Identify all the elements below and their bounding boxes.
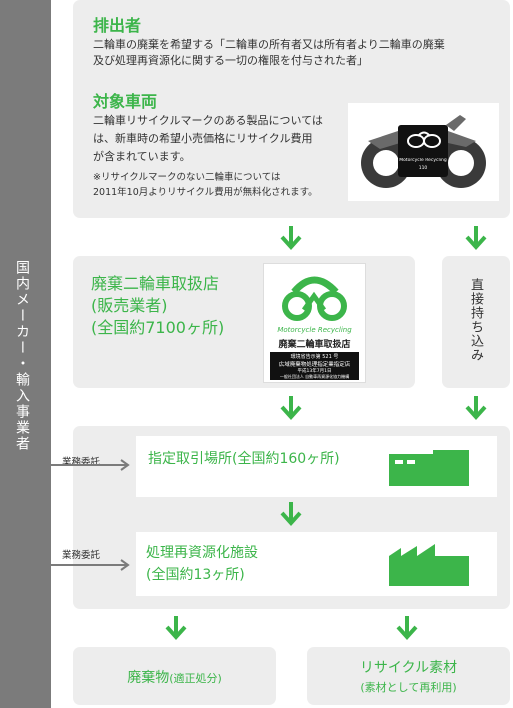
arrow-down-icon: [280, 226, 302, 250]
discharger-heading: 排出者: [93, 16, 142, 35]
store-logo-fine-4: 一般社団法人 自動車再資源化協力機構: [279, 374, 350, 379]
store-logo-fine-1: 環境省告示第 521 号: [290, 354, 339, 360]
store-panel: 廃棄二輪車取扱店 (販売業者) (全国約7100ヶ所) Motorcycle R…: [73, 256, 415, 388]
motorcycle-plate-number: 110: [418, 166, 428, 171]
arrow-down-icon: [165, 616, 187, 640]
target-line-3: が含まれています。: [93, 150, 191, 163]
discharger-text-1: 二輪車の廃棄を希望する「二輪車の所有者又は所有者より二輪車の廃棄: [93, 38, 445, 51]
arrow-right-icon: [51, 459, 130, 471]
waste-main: 廃棄物: [127, 670, 170, 686]
motorcycle-image: Motorcycle Recycling 110: [348, 103, 499, 201]
store-title-3: (全国約7100ヶ所): [91, 318, 225, 337]
warehouse-icon: [389, 450, 469, 486]
store-logo-en: Motorcycle Recycling: [277, 326, 352, 334]
designated-yard-label: 指定取引場所(全国約160ヶ所): [148, 451, 340, 467]
discharger-panel: 排出者 二輪車の廃棄を希望する「二輪車の所有者又は所有者より二輪車の廃棄 及び処…: [73, 0, 510, 218]
motorcycle-icon: [361, 115, 486, 188]
store-logo-fine-2: 広域廃棄物処理指定業指定店: [278, 362, 351, 368]
direct-label: 直接持ち込み: [468, 278, 483, 362]
waste-output: 廃棄物(適正処分): [73, 647, 276, 705]
facility-label-2: (全国約13ヶ所): [146, 567, 245, 583]
arrow-down-icon: [396, 616, 418, 640]
arrow-down-icon: [280, 396, 302, 420]
consign-label-1: 業務委託: [62, 457, 101, 468]
store-logo-fine-3: 平成13年7月1日: [297, 369, 332, 374]
target-line-2: は、新車時の希望小売価格にリサイクル費用: [93, 132, 313, 145]
store-logo-plate: [270, 352, 359, 380]
designated-yard-box: 指定取引場所(全国約160ヶ所): [136, 436, 497, 497]
store-logo-card: Motorcycle Recycling 廃棄二輪車取扱店 環境省告示第 521…: [263, 263, 366, 383]
discharger-text-2: 及び処理再資源化に関する一切の権限を付与された者」: [93, 54, 368, 67]
arrow-right-icon: [51, 559, 130, 571]
target-heading: 対象車両: [93, 92, 158, 111]
store-logo-name: 廃棄二輪車取扱店: [278, 340, 351, 350]
waste-sub: (適正処分): [169, 672, 222, 685]
recycle-sub: (素材として再利用): [360, 681, 457, 694]
factory-icon: [389, 544, 469, 586]
recycle-logo-icon: [282, 276, 347, 321]
direct-panel: 直接持ち込み: [442, 256, 510, 388]
motorcycle-plate-label: Motorcycle Recycling: [399, 158, 447, 163]
facility-box: 処理再資源化施設 (全国約13ヶ所): [136, 532, 497, 596]
target-note-2: 2011年10月よりリサイクル費用が無料化されます。: [93, 187, 318, 198]
store-title-2: (販売業者): [91, 296, 168, 315]
facility-label-1: 処理再資源化施設: [146, 545, 258, 561]
target-line-1: 二輪車リサイクルマークのある製品については: [93, 114, 323, 127]
arrow-down-icon: [465, 226, 487, 250]
waste-label: 廃棄物(適正処分): [73, 667, 276, 687]
recycle-main: リサイクル素材: [359, 660, 458, 676]
store-title-1: 廃棄二輪車取扱店: [91, 274, 220, 293]
consign-label-2: 業務委託: [62, 550, 101, 561]
recycle-output: リサイクル素材 (素材として再利用): [307, 647, 510, 705]
sidebar: 国内メーカー・輸入事業者: [0, 0, 51, 708]
target-note-1: ※リサイクルマークのない二輪車については: [93, 172, 281, 183]
sidebar-label: 国内メーカー・輸入事業者: [14, 260, 30, 452]
arrow-down-icon: [280, 502, 302, 526]
arrow-down-icon: [465, 396, 487, 420]
